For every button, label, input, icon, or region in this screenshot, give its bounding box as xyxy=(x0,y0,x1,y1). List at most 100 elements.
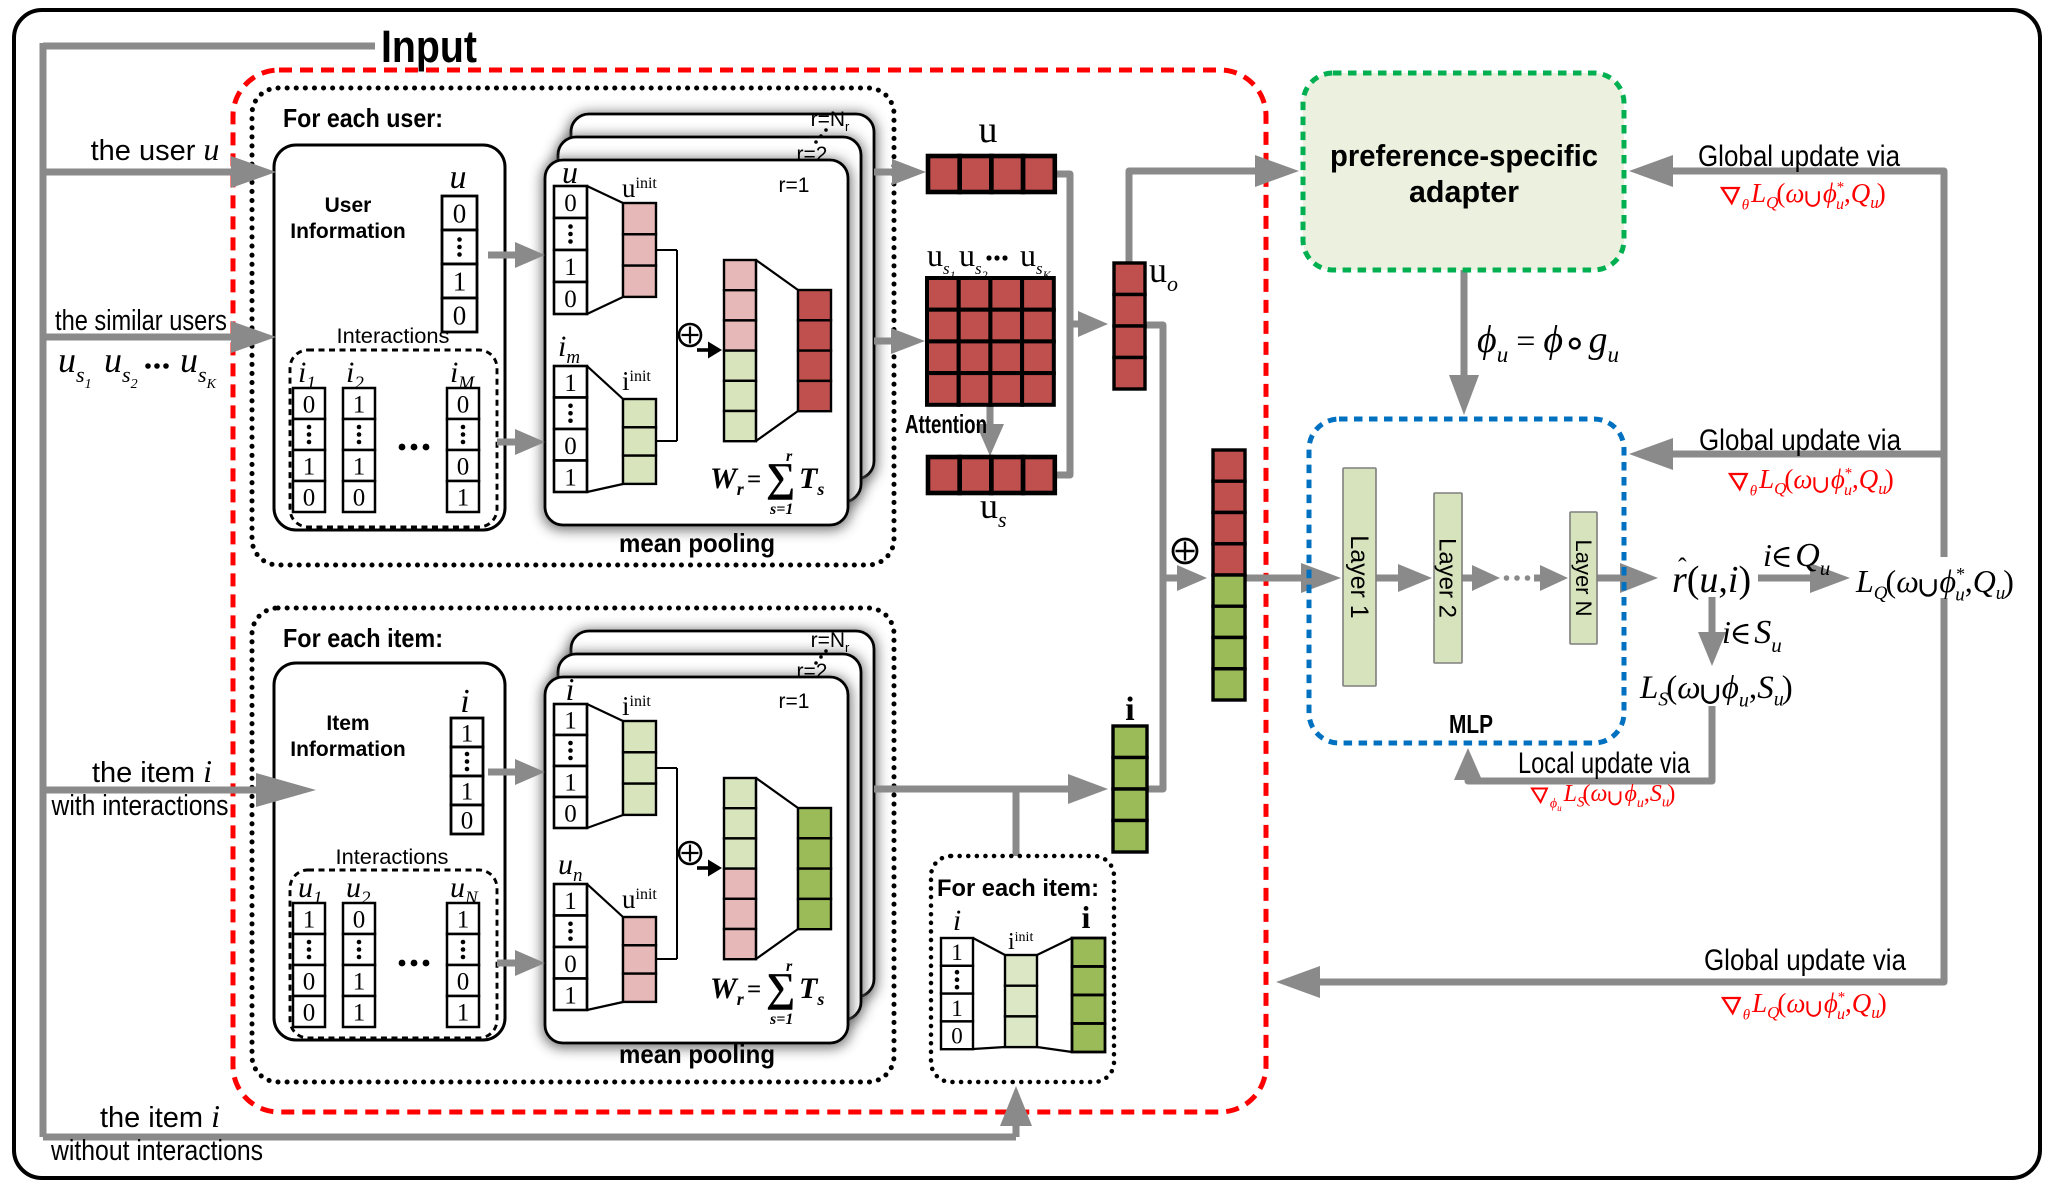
svg-text:ϕ: ϕ xyxy=(1477,319,1497,361)
svg-text:r=Nr: r=Nr xyxy=(811,629,850,655)
svg-text:Q: Q xyxy=(1973,563,1996,599)
svg-text:MLP: MLP xyxy=(1449,709,1493,739)
svg-text:): ) xyxy=(1877,178,1886,208)
svg-text:): ) xyxy=(1878,988,1887,1018)
svg-text:(: ( xyxy=(1583,781,1591,807)
svg-text:ϕ: ϕ xyxy=(1625,781,1637,807)
svg-text:S: S xyxy=(1754,614,1771,651)
svg-text:Wr: Wr xyxy=(710,972,745,1009)
svg-text:,: , xyxy=(1749,670,1757,706)
svg-text:Layer 2: Layer 2 xyxy=(1434,538,1461,618)
svg-text:K: K xyxy=(206,377,217,392)
svg-text:u: u xyxy=(979,109,998,151)
svg-text:s: s xyxy=(122,362,131,387)
svg-text:s: s xyxy=(943,259,950,278)
svg-text:the user u: the user u xyxy=(91,131,220,167)
svg-text:L: L xyxy=(1639,670,1658,706)
svg-text:u: u xyxy=(959,237,975,273)
svg-text:Interactions: Interactions xyxy=(337,324,450,348)
svg-text:S: S xyxy=(1650,781,1662,807)
svg-text:r: r xyxy=(1672,559,1687,601)
svg-text:2: 2 xyxy=(131,377,138,392)
svg-text:=: = xyxy=(1516,323,1535,360)
svg-text:1: 1 xyxy=(303,454,316,481)
svg-text:User: User xyxy=(325,194,372,217)
svg-text:1: 1 xyxy=(353,1000,366,1027)
svg-text:u: u xyxy=(1996,583,2006,604)
svg-text:,: , xyxy=(1852,464,1859,494)
svg-text:u: u xyxy=(562,154,578,190)
svg-text:,: , xyxy=(1644,781,1650,807)
svg-text:u: u xyxy=(927,237,943,273)
svg-text:S: S xyxy=(1577,794,1585,810)
svg-text:1: 1 xyxy=(303,907,316,934)
svg-text:Input: Input xyxy=(381,21,477,72)
svg-text:u: u xyxy=(1497,342,1509,367)
svg-text:Global update via: Global update via xyxy=(1699,424,1901,457)
svg-text:the item i: the item i xyxy=(92,753,212,789)
svg-text:u: u xyxy=(1662,794,1670,810)
svg-text:r: r xyxy=(786,448,793,465)
svg-text:0: 0 xyxy=(453,199,467,229)
svg-text:1: 1 xyxy=(457,907,470,934)
svg-text:0: 0 xyxy=(353,485,366,512)
svg-text:*: * xyxy=(1838,990,1846,1006)
svg-text:u: u xyxy=(180,340,198,380)
svg-text:1: 1 xyxy=(564,254,577,281)
svg-text:o: o xyxy=(1167,271,1178,296)
svg-text:1: 1 xyxy=(353,454,366,481)
svg-text:r=2: r=2 xyxy=(797,660,828,683)
svg-text:Attention: Attention xyxy=(905,409,987,439)
svg-text:Local update via: Local update via xyxy=(1518,747,1690,780)
svg-text:): ) xyxy=(1667,781,1675,807)
svg-text:0: 0 xyxy=(461,808,474,835)
svg-text:u: u xyxy=(1608,342,1620,367)
svg-text:ω: ω xyxy=(1591,781,1608,807)
svg-text:Layer N: Layer N xyxy=(1571,539,1596,616)
svg-text:u: u xyxy=(1557,803,1562,813)
svg-text:u: u xyxy=(980,486,998,526)
svg-text:L: L xyxy=(1855,563,1874,599)
svg-text:S: S xyxy=(1658,688,1668,710)
svg-text:=: = xyxy=(747,976,761,1003)
svg-text:1: 1 xyxy=(564,708,577,735)
svg-text:s: s xyxy=(76,362,85,387)
svg-text:=: = xyxy=(747,466,761,493)
svg-text:0: 0 xyxy=(457,969,470,996)
svg-text:): ) xyxy=(1739,559,1752,601)
svg-text:ϕ: ϕ xyxy=(1722,670,1739,706)
svg-text:For each item:: For each item: xyxy=(283,623,443,653)
svg-text:*: * xyxy=(1845,466,1853,482)
svg-text:without interactions: without interactions xyxy=(50,1135,263,1167)
svg-text:0: 0 xyxy=(564,801,577,828)
svg-text:0: 0 xyxy=(564,951,577,978)
svg-text:2: 2 xyxy=(982,268,988,282)
svg-text:adapter: adapter xyxy=(1409,174,1519,209)
svg-text:g: g xyxy=(1589,319,1608,361)
svg-text:Interactions: Interactions xyxy=(336,845,449,869)
svg-text:u: u xyxy=(58,340,76,380)
svg-text:u: u xyxy=(1837,1006,1845,1023)
svg-text:θ: θ xyxy=(1750,484,1758,500)
svg-text:u: u xyxy=(1878,479,1887,498)
svg-text:Item: Item xyxy=(326,712,369,735)
svg-text:s: s xyxy=(198,362,207,387)
svg-text:i: i xyxy=(566,671,575,707)
svg-text:1: 1 xyxy=(951,996,963,1021)
svg-text:0: 0 xyxy=(453,301,467,331)
svg-text:0: 0 xyxy=(353,907,366,934)
svg-text:ω: ω xyxy=(1785,178,1804,208)
svg-text:ω: ω xyxy=(1786,988,1805,1018)
svg-text:with interactions: with interactions xyxy=(51,790,229,822)
svg-text:L: L xyxy=(1751,988,1767,1018)
svg-text:1: 1 xyxy=(564,888,577,915)
svg-text:(: ( xyxy=(1777,988,1786,1018)
svg-text:i: i xyxy=(460,683,469,720)
svg-text:1: 1 xyxy=(457,1000,470,1027)
svg-text:0: 0 xyxy=(457,392,470,419)
svg-text:Global update via: Global update via xyxy=(1704,944,1906,977)
svg-text:,: , xyxy=(1845,988,1852,1018)
svg-text:K: K xyxy=(1042,268,1052,282)
svg-text:u: u xyxy=(1149,250,1167,290)
svg-text:(: ( xyxy=(1886,563,1897,599)
